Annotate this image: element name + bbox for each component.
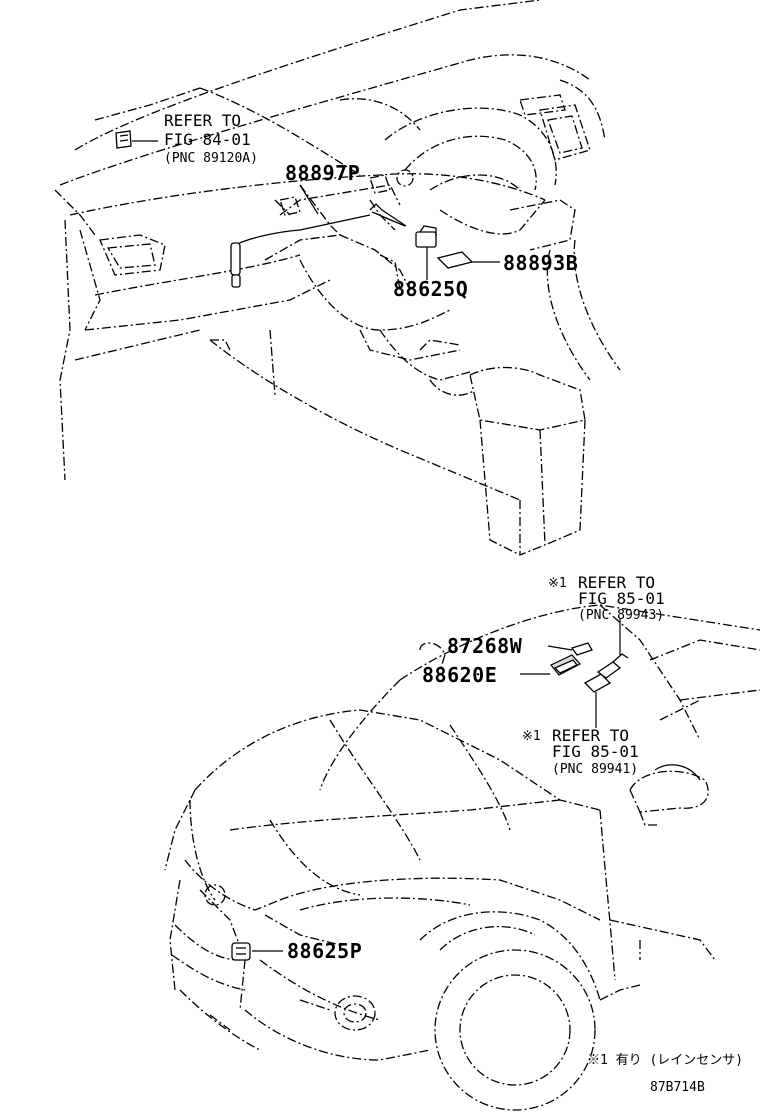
footnote: ※1 有り (レインセンサ)	[587, 1053, 743, 1068]
ref-top-line3: (PNC 89120A)	[164, 151, 258, 166]
ref-right-top-line1: REFER TO	[578, 573, 655, 592]
ref-right-top-line3: (PNC 89943)	[578, 608, 664, 623]
part-88625Q: 88625Q	[393, 277, 468, 301]
diagram-id: 87B714B	[650, 1080, 705, 1095]
top-leaders	[132, 140, 500, 280]
ref-top-line1: REFER TO	[164, 111, 241, 130]
ref-right-top-marker: ※1	[548, 576, 567, 591]
bottom-leaders	[252, 618, 701, 952]
ref-top-label: REFER TO FIG 84-01 (PNC 89120A)	[164, 111, 258, 166]
ref-right-bottom-line3: (PNC 89941)	[552, 762, 638, 777]
part-87268W: 87268W	[447, 634, 523, 658]
dashboard-illustration	[54, 0, 621, 556]
ref-right-bottom-line2: FIG 85-01	[552, 742, 639, 761]
ref-right-top-label: ※1 REFER TO FIG 85-01 (PNC 89943)	[548, 573, 665, 623]
ref-right-bottom-marker: ※1	[522, 729, 541, 744]
ref-right-top-line2: FIG 85-01	[578, 589, 665, 608]
car-illustration	[164, 604, 760, 1111]
part-88893B: 88893B	[503, 251, 578, 275]
part-88897P: 88897P	[285, 161, 360, 185]
ref-right-bottom-label: ※1 REFER TO FIG 85-01 (PNC 89941)	[522, 726, 639, 777]
ref-top-line2: FIG 84-01	[164, 130, 251, 149]
part-88625P: 88625P	[287, 939, 362, 963]
part-88620E: 88620E	[422, 663, 497, 687]
ref-right-bottom-line1: REFER TO	[552, 726, 629, 745]
